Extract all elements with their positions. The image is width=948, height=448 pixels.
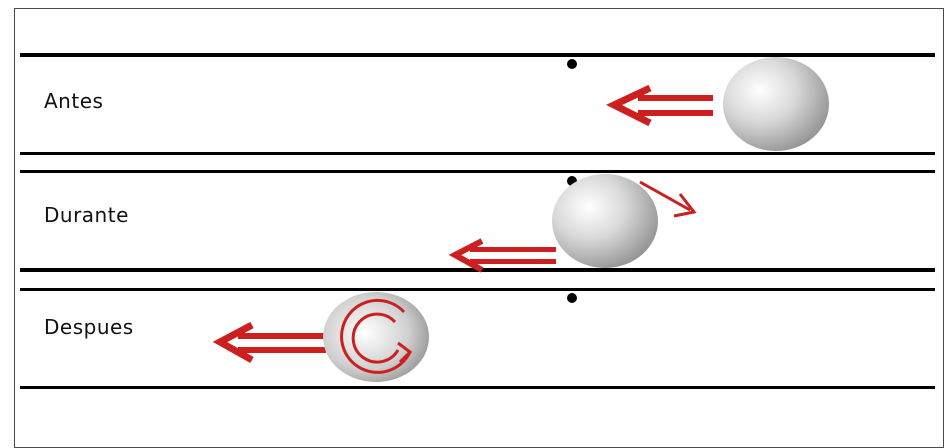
ball-icon [323,292,429,382]
track-line [20,152,935,155]
deflection-arrow-icon [639,180,697,218]
reference-dot [567,59,577,69]
double-arrow-left-icon [605,84,713,127]
double-arrow-left-icon [448,238,556,273]
panel-durante [448,174,697,273]
ball-icon [723,57,829,151]
spin-icon [340,298,413,374]
track-line [20,170,935,173]
panel-despues [212,292,429,382]
label-durante: Durante [44,203,129,227]
reference-dot [567,293,577,303]
label-antes: Antes [44,89,103,113]
track-line [20,288,935,291]
reference-dots [567,59,577,303]
double-arrow-left-icon [212,321,326,364]
ball-icon [552,174,658,268]
label-despues: Despues [44,315,134,339]
track-line-bottom [20,386,935,389]
track-line-top [20,53,935,57]
collision-diagram: Antes Durante Despues [20,53,935,389]
panel-antes [605,57,829,151]
